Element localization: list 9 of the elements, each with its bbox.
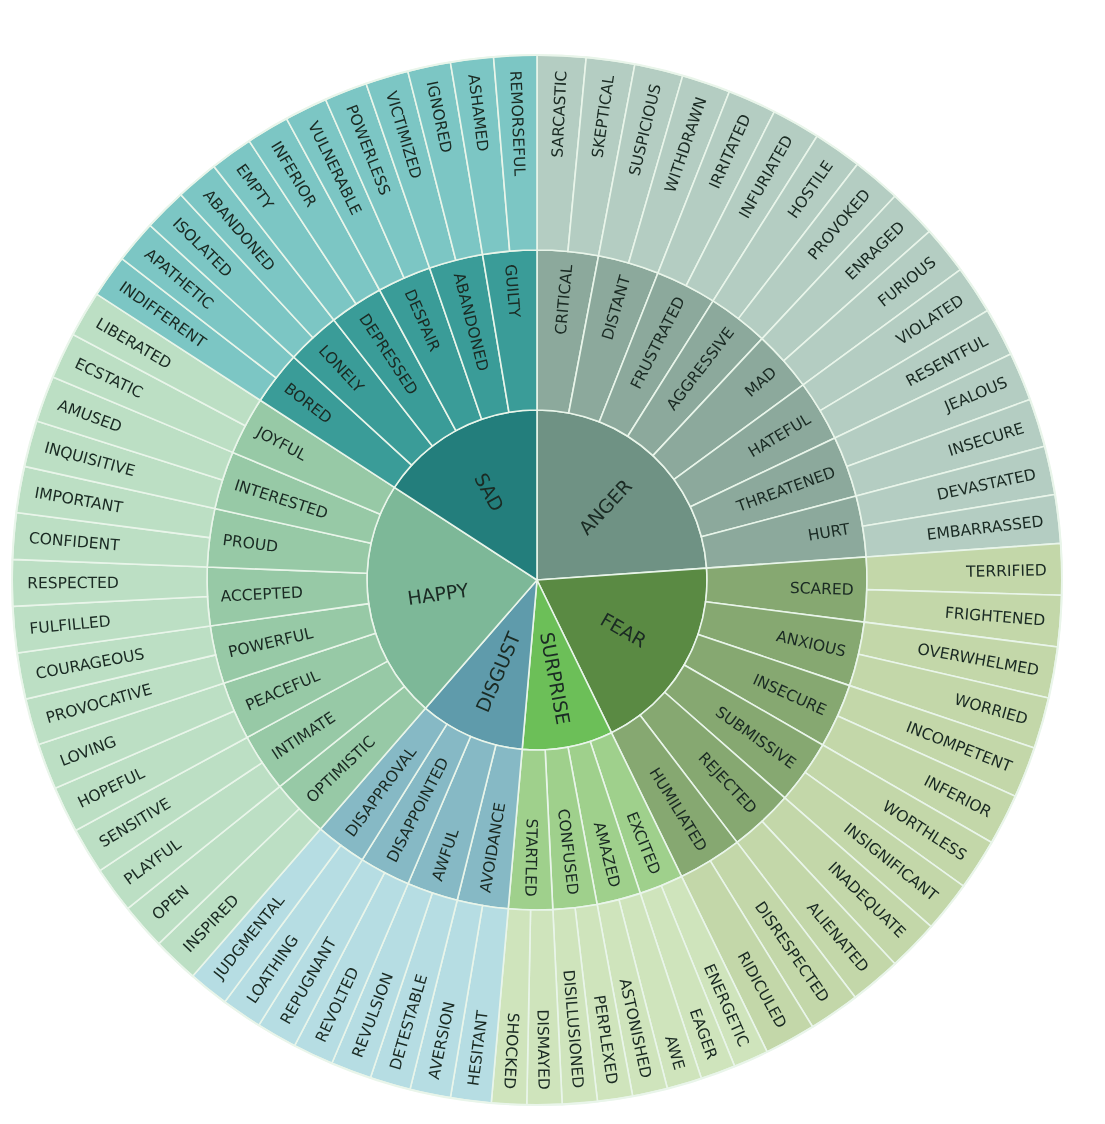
emotion-segment: REMORSEFUL bbox=[492, 54, 538, 252]
emotion-sector: SAD bbox=[393, 409, 538, 581]
emotion-segment: CONFIDENT bbox=[11, 511, 211, 568]
emotion-segment: ACCEPTED bbox=[206, 566, 370, 627]
emotion-segment: DISMAYED bbox=[525, 908, 563, 1106]
emotion-segment: RESPECTED bbox=[11, 558, 209, 608]
emotion-segment: SCARED bbox=[704, 556, 868, 623]
node-label: DISMAYED bbox=[537, 1010, 550, 1089]
emotion-segment: TERRIFIED bbox=[865, 542, 1063, 597]
